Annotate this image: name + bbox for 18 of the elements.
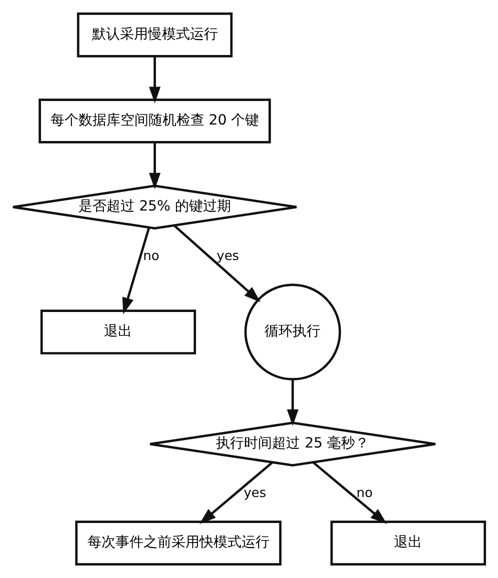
node-box: 退出 [40, 310, 196, 354]
edge-label: no [143, 248, 160, 264]
arrow [286, 379, 298, 426]
edge-label: yes [244, 486, 266, 501]
arrow [199, 462, 274, 524]
node-diamond: 是否超过 25% 的键过期 [12, 184, 298, 230]
node-box: 默认采用慢模式运行 [76, 12, 233, 58]
node-diamond: 执行时间超过 25 毫秒？ [148, 422, 437, 466]
arrow [122, 228, 150, 314]
arrow [173, 224, 261, 302]
arrow [148, 56, 161, 104]
node-box: 退出 [330, 520, 486, 566]
arrow [148, 142, 161, 190]
edge-label: yes [216, 248, 240, 264]
edge-label: no [356, 486, 373, 501]
arrow [312, 462, 387, 524]
node-box: 每次事件之前采用快模式运行 [75, 520, 282, 566]
node-box: 每个数据库空间随机检查 20 个键 [38, 98, 271, 144]
